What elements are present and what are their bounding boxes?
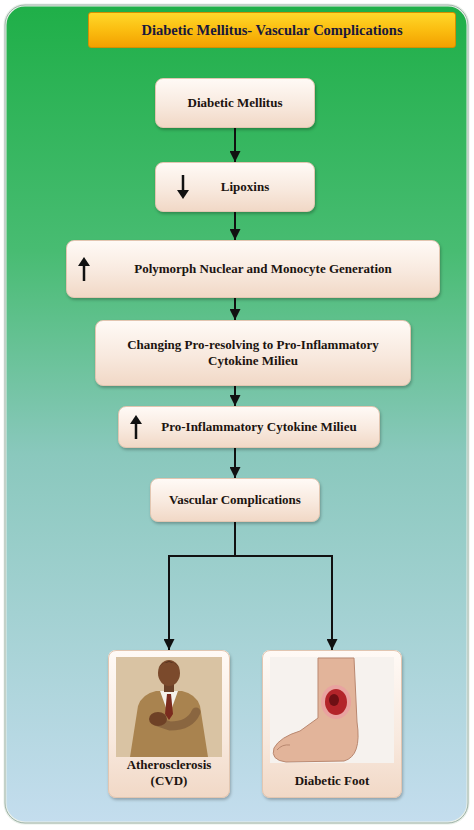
node-text: Vascular Complications: [169, 492, 301, 508]
picture-box: Diabetic Foot: [262, 650, 402, 798]
node-text: Pro-Inflammatory Cytokine Milieu: [161, 419, 356, 435]
photo-ground: [270, 657, 394, 763]
flow-arrow: [234, 298, 236, 320]
ulcer-rim: [321, 685, 351, 719]
flow-arrow: [234, 212, 236, 240]
chest-pain-figure: [116, 657, 222, 757]
card-fill: [108, 650, 230, 798]
down-arrow-icon: [176, 174, 190, 200]
flow-arrow: [235, 522, 332, 650]
node-text: Atherosclerosis (CVD): [117, 757, 221, 790]
node-text: Lipoxins: [221, 179, 269, 195]
process-box: Polymorph Nuclear and Monocyte Generatio…: [66, 240, 440, 298]
picture-box: Atherosclerosis (CVD): [108, 650, 230, 798]
toe-line: [277, 745, 290, 750]
flow-arrow: [234, 128, 236, 162]
photo-ground: [116, 657, 222, 757]
diabetic-foot-figure: [270, 657, 394, 763]
node-text: Diabetic Mellitus: [188, 95, 283, 111]
title-text: Diabetic Mellitus- Vascular Complication…: [141, 22, 402, 39]
panel-outline: [5, 5, 468, 823]
flow-arrow: [234, 386, 236, 406]
node-text: Changing Pro-resolving to Pro-Inflammato…: [106, 337, 400, 370]
tie: [165, 694, 173, 720]
hair: [158, 662, 180, 669]
process-box: Lipoxins: [155, 162, 315, 212]
up-arrow-icon: [129, 414, 143, 440]
process-box: Diabetic Mellitus: [155, 78, 315, 128]
flow-arrow: [234, 448, 236, 478]
process-box: Changing Pro-resolving to Pro-Inflammato…: [95, 320, 411, 386]
node-text: Polymorph Nuclear and Monocyte Generatio…: [134, 261, 392, 277]
card-fill: [262, 650, 402, 798]
process-box: Pro-Inflammatory Cytokine Milieu: [118, 406, 380, 448]
ulcer-core: [329, 694, 339, 706]
node-text: Diabetic Foot: [295, 773, 370, 789]
green-panel: [5, 5, 468, 823]
head: [158, 660, 180, 686]
suit: [130, 691, 208, 757]
foot: [273, 658, 358, 762]
title-banner: Diabetic Mellitus- Vascular Complication…: [88, 12, 456, 48]
up-arrow-icon: [77, 256, 91, 282]
hand: [149, 712, 167, 726]
ulcer: [325, 689, 347, 715]
process-box: Vascular Complications: [150, 478, 320, 522]
flow-arrow: [169, 522, 235, 650]
